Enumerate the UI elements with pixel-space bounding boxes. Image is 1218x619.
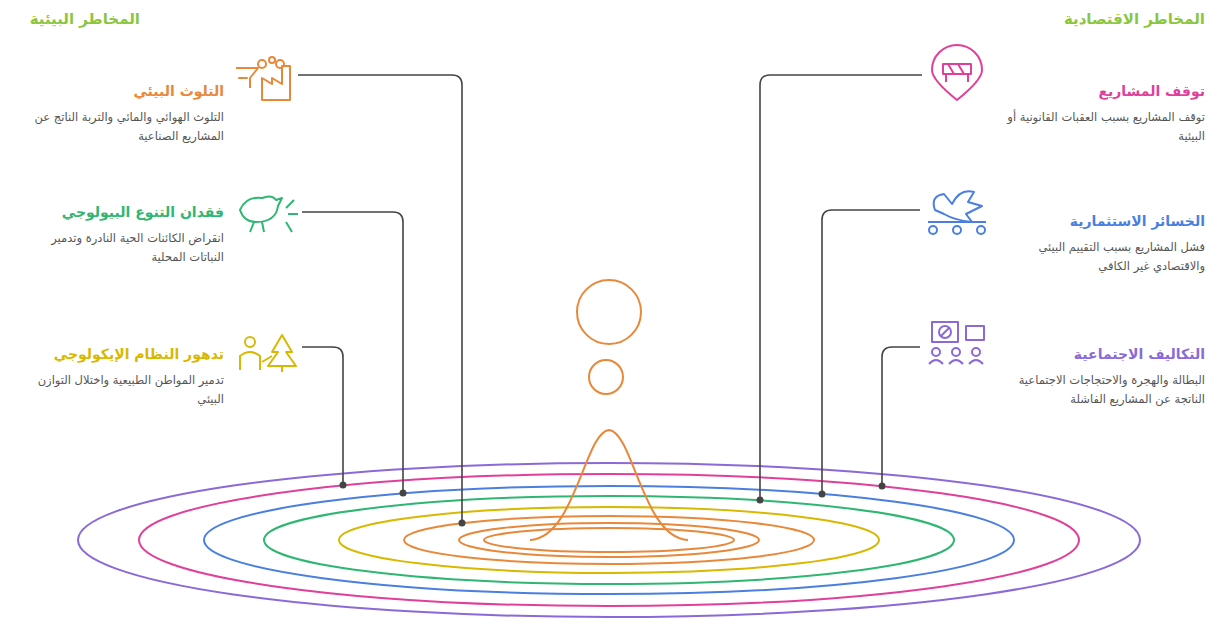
item-description: التلوث الهوائي والمائي والتربة الناتج عن… — [14, 108, 224, 145]
risk-item: التكاليف الاجتماعية البطالة والهجرة والاح… — [1003, 345, 1205, 408]
risk-item: الخسائر الاستثمارية فشل المشاريع بسبب الت… — [1003, 212, 1205, 275]
item-description: البطالة والهجرة والاحتجاجات الاجتماعية ا… — [1003, 371, 1205, 408]
item-heading: توقف المشاريع — [1003, 82, 1205, 100]
risk-item: توقف المشاريع توقف المشاريع بسبب العقبات … — [1003, 82, 1205, 145]
item-description: فشل المشاريع بسبب التقييم البيئي والاقتص… — [1003, 238, 1205, 275]
column-heading: المخاطر البيئية — [30, 10, 140, 28]
item-heading: فقدان التنوع البيولوجي — [14, 203, 224, 221]
risk-item: فقدان التنوع البيولوجي انقراض الكائنات ال… — [14, 203, 224, 266]
risk-item: تدهور النظام الإيكولوجي تدمير المواطن الط… — [14, 345, 224, 408]
item-description: توقف المشاريع بسبب العقبات القانونية أو … — [1003, 108, 1205, 145]
item-heading: التكاليف الاجتماعية — [1003, 345, 1205, 363]
item-description: انقراض الكائنات الحية النادرة وتدمير الن… — [14, 229, 224, 266]
column-heading: المخاطر الاقتصادية — [1064, 10, 1205, 28]
risk-item: التلوث البيئي التلوث الهوائي والمائي والت… — [14, 82, 224, 145]
item-description: تدمير المواطن الطبيعية واختلال التوازن ا… — [14, 371, 224, 408]
item-heading: الخسائر الاستثمارية — [1003, 212, 1205, 230]
item-heading: تدهور النظام الإيكولوجي — [14, 345, 224, 363]
item-heading: التلوث البيئي — [14, 82, 224, 100]
